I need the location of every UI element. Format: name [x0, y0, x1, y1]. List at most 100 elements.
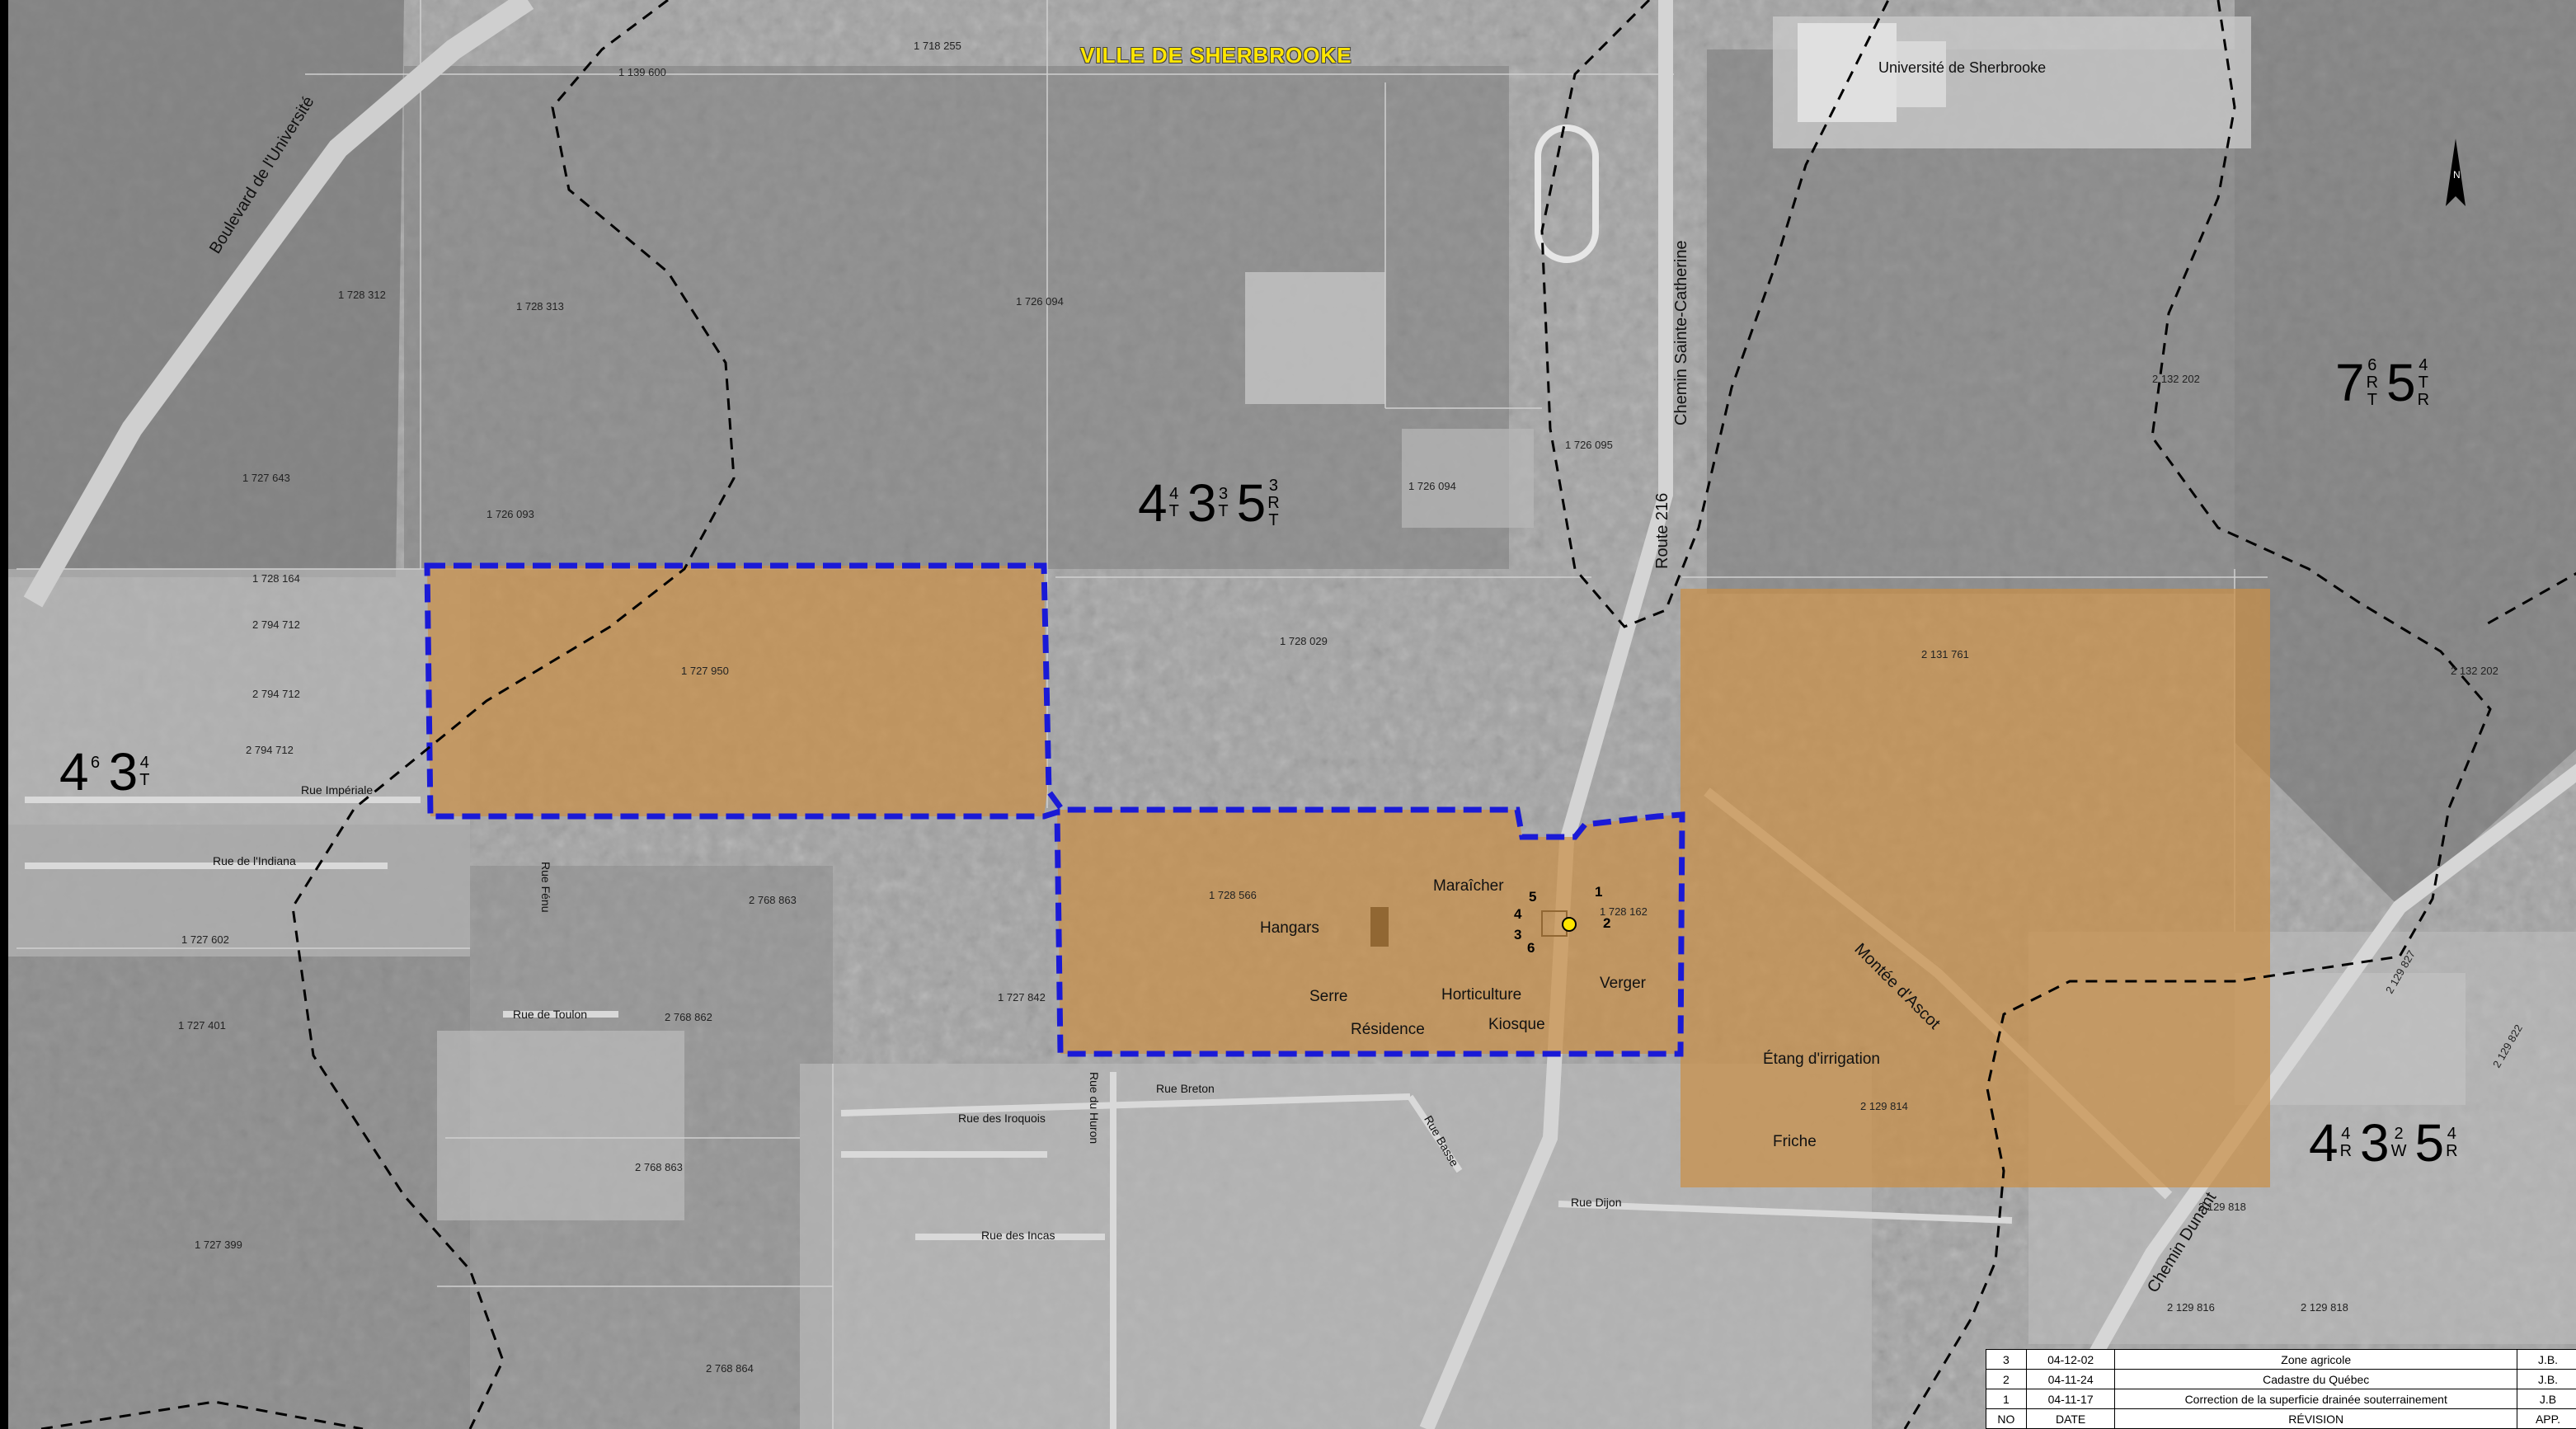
map-title: VILLE DE SHERBROOKE — [1080, 43, 1352, 68]
revision-header-app: APP. — [2517, 1408, 2576, 1429]
forest-area-east — [1707, 49, 2235, 594]
street-incas: Rue des Incas — [981, 1229, 1055, 1242]
lot-label: 2 131 761 — [1921, 648, 1969, 660]
revision-header: NO DATE RÉVISION APP. — [1986, 1408, 2576, 1429]
street-toulon: Rue de Toulon — [513, 1008, 588, 1021]
street-lines — [25, 797, 2013, 1429]
revision-date: 04-12-02 — [2025, 1349, 2116, 1370]
street-breton: Rue Breton — [1156, 1082, 1215, 1095]
lot-label: 2 132 202 — [2152, 373, 2200, 385]
lot-label: 1 727 643 — [242, 472, 290, 484]
well-marker — [1562, 917, 1577, 932]
lot-label: 1 728 312 — [338, 289, 386, 301]
forest-area-north — [404, 66, 1509, 569]
maraicher-label: Maraîcher — [1433, 877, 1504, 895]
lot-label: 1 139 600 — [618, 66, 666, 78]
revision-header-no: NO — [1986, 1408, 2027, 1429]
lot-label: 2 129 818 — [2301, 1301, 2348, 1314]
revision-app: J.B — [2517, 1389, 2576, 1409]
property-boundary — [424, 562, 1685, 1057]
lot-label: 1 728 313 — [516, 300, 564, 313]
revision-app: J.B. — [2517, 1349, 2576, 1370]
street-iroquois: Rue des Iroquois — [958, 1112, 1046, 1125]
revision-desc: Cadastre du Québec — [2114, 1369, 2518, 1389]
chemin-sainte-catherine-label: Chemin Sainte-Catherine — [1672, 240, 1690, 425]
forest-area-west — [8, 0, 404, 577]
lot-label: 1 726 094 — [1408, 480, 1456, 492]
kiosque-label: Kiosque — [1488, 1016, 1545, 1033]
well-number-5: 5 — [1529, 889, 1537, 905]
well-number-1: 1 — [1595, 884, 1603, 900]
residence-label: Résidence — [1351, 1021, 1425, 1038]
lot-label: 1 718 255 — [914, 40, 961, 52]
chemin-dunant-road — [2047, 764, 2576, 1429]
revision-no: 2 — [1986, 1369, 2027, 1389]
lot-label: 1 726 094 — [1016, 295, 1064, 308]
revision-desc: Correction de la superficie drainée sout… — [2114, 1389, 2518, 1409]
revision-row: 1 04-11-17 Correction de la superficie d… — [1986, 1389, 2576, 1409]
etang-label: Étang d'irrigation — [1763, 1051, 1880, 1068]
campus-building — [1798, 23, 1897, 122]
lot-label: 2 768 863 — [635, 1161, 683, 1173]
verger-label: Verger — [1600, 975, 1646, 992]
soil-boundaries — [40, 0, 2576, 1429]
clearing-2 — [1402, 429, 1534, 528]
lot-label: 2 129 818 — [2198, 1201, 2246, 1213]
revision-header-desc: RÉVISION — [2114, 1408, 2518, 1429]
well-number-2: 2 — [1603, 915, 1611, 931]
street-imperiale: Rue Impériale — [301, 783, 374, 797]
revision-desc: Zone agricole — [2114, 1349, 2518, 1370]
boulevard-universite-road — [23, 0, 534, 608]
revision-row: 3 04-12-02 Zone agricole J.B. — [1986, 1349, 2576, 1370]
lot-label: 1 728 566 — [1209, 889, 1257, 901]
lot-label: 1 728 029 — [1280, 635, 1328, 647]
street-fenu: Rue Fénu — [539, 862, 552, 913]
residential-west — [8, 569, 470, 957]
friche-label: Friche — [1773, 1133, 1817, 1150]
lot-label: 2 794 712 — [252, 688, 300, 700]
hangars-label: Hangars — [1260, 919, 1319, 937]
forest-area-southwest — [8, 825, 470, 1429]
lot-label: 1 726 093 — [487, 508, 534, 520]
lot-label: 2 794 712 — [252, 618, 300, 631]
serre-label: Serre — [1309, 988, 1348, 1005]
lot-label: 1 726 095 — [1565, 439, 1613, 451]
lot-label: 2 794 712 — [246, 744, 294, 756]
north-arrow-icon: N — [2446, 139, 2466, 206]
horticulture-label: Horticulture — [1441, 986, 1522, 1004]
lot-label: 2 768 862 — [665, 1011, 712, 1023]
revision-app: J.B. — [2517, 1369, 2576, 1389]
revision-date: 04-11-17 — [2025, 1389, 2116, 1409]
well-number-3: 3 — [1514, 927, 1522, 942]
lot-label: 1 727 842 — [998, 991, 1046, 1004]
lot-label: 1 727 950 — [681, 665, 729, 677]
lot-label: 1 728 164 — [252, 572, 300, 585]
clearing-3 — [437, 1031, 684, 1220]
revision-no: 1 — [1986, 1389, 2027, 1409]
street-indiana: Rue de l'Indiana — [213, 854, 296, 867]
track — [1535, 125, 1599, 263]
universite-label: Université de Sherbrooke — [1878, 59, 2047, 76]
lot-label: 2 129 816 — [2167, 1301, 2215, 1314]
lot-label: 1 728 162 — [1600, 905, 1648, 918]
revision-header-date: DATE — [2025, 1408, 2116, 1429]
revision-date: 04-11-24 — [2025, 1369, 2116, 1389]
lot-label: 1 727 602 — [181, 933, 229, 946]
lot-label: 2 129 814 — [1860, 1100, 1908, 1112]
map-graphics: N — [8, 0, 2576, 1429]
lot-label: 1 727 401 — [178, 1019, 226, 1032]
street-huron: Rue du Huron — [1088, 1072, 1101, 1145]
route-216-label: Route 216 — [1653, 492, 1671, 569]
lot-label: 2 768 863 — [749, 894, 797, 906]
lot-label: 2 768 864 — [706, 1362, 754, 1375]
revision-no: 3 — [1986, 1349, 2027, 1370]
revision-table: 3 04-12-02 Zone agricole J.B. 2 04-11-24… — [1986, 1349, 2576, 1429]
campus-building-2 — [1897, 41, 1946, 107]
forest-area-far-east — [2235, 0, 2576, 907]
lot-label: 2 132 202 — [2451, 665, 2498, 677]
